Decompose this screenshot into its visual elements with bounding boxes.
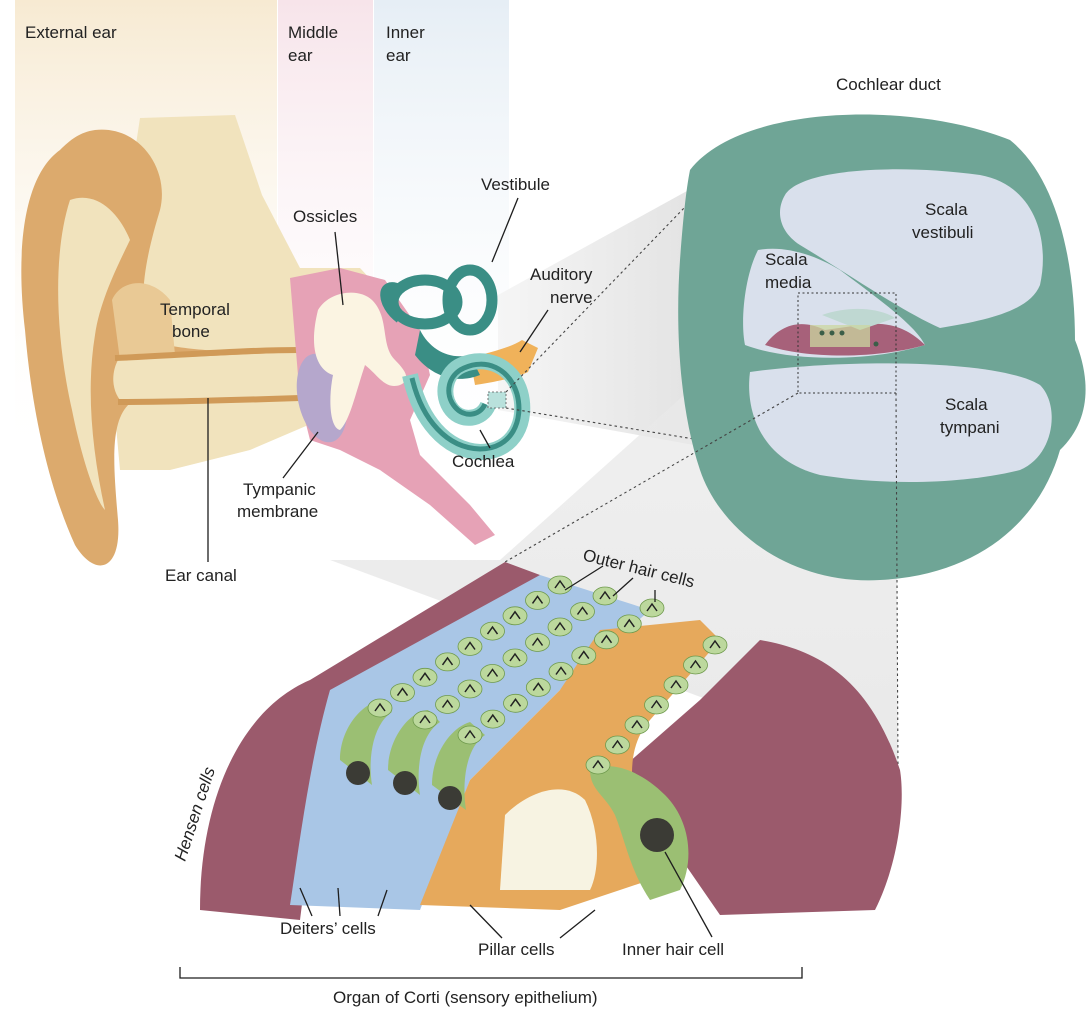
duct-cell-4 (874, 342, 879, 347)
hair-cell-top-r3-8 (617, 615, 641, 633)
hair-cell-top-r2-7 (548, 618, 572, 636)
hair-cell-top-r3-4 (526, 678, 550, 696)
label-temporal-bone-2: bone (172, 322, 210, 341)
leader-pillar-2 (560, 910, 595, 938)
hair-cell-top-r2-4 (481, 665, 505, 683)
label-scala-media-2: media (765, 273, 812, 292)
hair-cell-top-r3-9 (640, 599, 664, 617)
label-middle-ear-1: Middle (288, 23, 338, 42)
outer-hair-cell-3-nucleus (438, 786, 462, 810)
label-cochlear-duct: Cochlear duct (836, 75, 941, 94)
label-scala-vestibuli-2: vestibuli (912, 223, 973, 242)
hair-cell-top-r1-9 (548, 576, 572, 594)
duct-corti-inner (810, 325, 870, 347)
hair-cell-top-r1-4 (436, 653, 460, 671)
label-inner-ear-1: Inner (386, 23, 425, 42)
hair-cell-top-r1-1 (368, 699, 392, 717)
hair-cell-top-r4-3 (625, 716, 649, 734)
label-ossicles: Ossicles (293, 207, 357, 226)
hair-cell-top-r3-3 (504, 694, 528, 712)
hair-cell-top-r3-7 (595, 631, 619, 649)
label-vestibule: Vestibule (481, 175, 550, 194)
duct-cell-1 (820, 331, 825, 336)
hair-cell-top-r1-6 (481, 622, 505, 640)
label-scala-vestibuli-1: Scala (925, 200, 968, 219)
hair-cell-top-r1-7 (503, 607, 527, 625)
label-deiters-cells: Deiters’ cells (280, 919, 376, 938)
hair-cell-top-r4-5 (664, 676, 688, 694)
label-external-ear: External ear (25, 23, 117, 42)
leader-pillar-1 (470, 905, 502, 938)
label-inner-hair-cell: Inner hair cell (622, 940, 724, 959)
label-cochlea: Cochlea (452, 452, 515, 471)
label-organ-of-corti: Organ of Corti (sensory epithelium) (333, 988, 598, 1007)
hair-cell-top-r4-4 (645, 696, 669, 714)
hair-cell-top-r3-2 (481, 710, 505, 728)
outer-hair-cell-1-nucleus (346, 761, 370, 785)
label-scala-tympani-2: tympani (940, 418, 1000, 437)
duct-cell-2 (830, 331, 835, 336)
label-pillar-cells: Pillar cells (478, 940, 555, 959)
label-tympanic-1: Tympanic (243, 480, 316, 499)
inner-hair-cell-nucleus (640, 818, 674, 852)
hair-cell-top-r1-5 (458, 638, 482, 656)
hair-cell-top-r2-8 (571, 603, 595, 621)
scala-tympani-chamber (749, 363, 1052, 482)
label-auditory-nerve-1: Auditory (530, 265, 593, 284)
hair-cell-top-r2-5 (503, 649, 527, 667)
label-middle-ear-2: ear (288, 46, 313, 65)
cochlea-focus-box (488, 392, 506, 408)
outer-hair-cell-2-nucleus (393, 771, 417, 795)
hair-cell-top-r2-1 (413, 711, 437, 729)
hair-cell-top-r1-3 (413, 668, 437, 686)
label-tympanic-2: membrane (237, 502, 318, 521)
label-scala-media-1: Scala (765, 250, 808, 269)
label-ear-canal: Ear canal (165, 566, 237, 585)
label-temporal-bone-1: Temporal (160, 300, 230, 319)
label-scala-tympani-1: Scala (945, 395, 988, 414)
hair-cell-top-r4-1 (586, 756, 610, 774)
hair-cell-top-r4-6 (684, 656, 708, 674)
hair-cell-top-r3-5 (549, 663, 573, 681)
hair-cell-top-r3-1 (458, 726, 482, 744)
cochlear-duct (678, 115, 1085, 581)
hair-cell-top-r1-8 (526, 591, 550, 609)
duct-cell-3 (840, 331, 845, 336)
hair-cell-top-r3-6 (572, 647, 596, 665)
hair-cell-top-r4-2 (606, 736, 630, 754)
hair-cell-top-r2-3 (458, 680, 482, 698)
organ-bracket (180, 967, 802, 978)
label-inner-ear-2: ear (386, 46, 411, 65)
hair-cell-top-r4-7 (703, 636, 727, 654)
hair-cell-top-r1-2 (391, 684, 415, 702)
label-auditory-nerve-2: nerve (550, 288, 593, 307)
hair-cell-top-r2-2 (436, 696, 460, 714)
hair-cell-top-r2-6 (526, 634, 550, 652)
